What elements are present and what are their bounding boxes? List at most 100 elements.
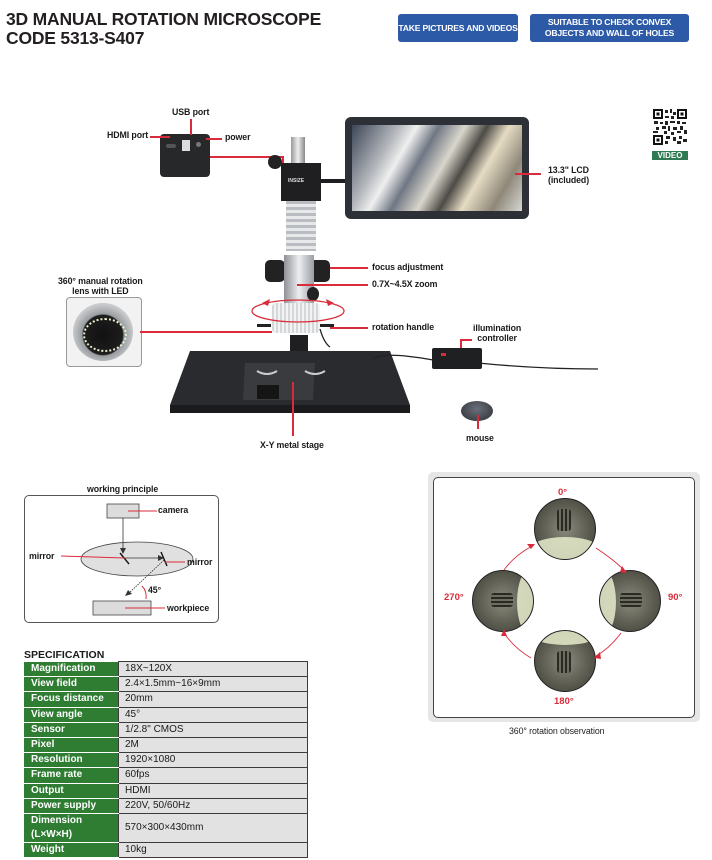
- camera-back-panel: [160, 134, 210, 177]
- lcd-arm: [321, 179, 349, 183]
- lcd-monitor: [345, 117, 529, 219]
- spec-value: 18X~120X: [118, 660, 308, 678]
- camera-label: camera: [158, 505, 189, 515]
- rotation-ring[interactable]: [272, 303, 320, 333]
- angle-label: 45°: [148, 585, 162, 595]
- lens-label: 360° manual rotation lens with LED: [58, 276, 143, 296]
- angle-label-180: 180°: [554, 696, 574, 707]
- spec-value: 2M: [118, 736, 308, 754]
- xy-metal-stage: [170, 351, 410, 413]
- mirror-right-label: mirror: [187, 557, 213, 567]
- spec-key: Pixel: [24, 736, 119, 754]
- spec-key: Dimension (L×W×H): [24, 812, 119, 843]
- rotation-view-180: [534, 630, 596, 692]
- angle-label-90: 90°: [668, 592, 683, 603]
- brand-logo: INSIZE: [288, 178, 305, 184]
- hdmi-port-icon: [166, 144, 176, 148]
- spec-value: 45°: [118, 706, 308, 723]
- cables: [319, 329, 599, 370]
- working-principle-figure: [60, 503, 194, 616]
- qr-video-label: VIDEO: [652, 151, 688, 160]
- spec-value: 1920×1080: [118, 752, 308, 769]
- spec-key: Magnification: [24, 660, 119, 678]
- focus-adjustment-label: focus adjustment: [372, 262, 444, 272]
- rotation-handle-left[interactable]: [257, 324, 271, 327]
- spec-key: Focus distance: [24, 691, 119, 708]
- spec-key: View angle: [24, 706, 119, 723]
- focus-knob-left[interactable]: [265, 260, 285, 282]
- spec-value: 570×300×430mm: [118, 812, 308, 843]
- mouse-label: mouse: [466, 433, 494, 443]
- lcd-label-line1: 13.3" LCD: [548, 165, 589, 175]
- qr-code-icon: [652, 108, 688, 146]
- workpiece-label: workpiece: [167, 603, 210, 613]
- head-knob: [268, 155, 282, 169]
- feature-badge-pictures-videos: TAKE PICTURES AND VIDEOS: [398, 14, 518, 42]
- illumination-label-line2: controller: [477, 333, 517, 343]
- power-jack-icon: [196, 142, 201, 147]
- spec-row: Dimension (L×W×H)570×300×430mm: [24, 812, 308, 843]
- spec-value: 1/2.8" CMOS: [118, 721, 308, 738]
- spec-value: 2.4×1.5mm~16×9mm: [118, 676, 308, 693]
- product-code: CODE 5313-S407: [6, 28, 145, 48]
- spec-value: HDMI: [118, 782, 308, 799]
- rotation-observation-panel: 0° 90° 180° 270°: [433, 477, 695, 718]
- rotation-view-0: [534, 498, 596, 560]
- spec-key: Resolution: [24, 752, 119, 769]
- lens-closeup-image: [66, 297, 142, 367]
- qr-code[interactable]: VIDEO: [652, 108, 688, 160]
- usb-port-icon: [182, 140, 190, 151]
- lens-label-line1: 360° manual rotation: [58, 276, 143, 286]
- mouse-device: [461, 401, 493, 421]
- controller-led-icon: [441, 353, 446, 356]
- rotation-view-270: [472, 570, 534, 632]
- lens-label-line2: lens with LED: [72, 286, 129, 296]
- product-name: 3D MANUAL ROTATION MICROSCOPE: [6, 9, 322, 29]
- zoom-label: 0.7X~4.5X zoom: [372, 279, 438, 289]
- spec-key: Power supply: [24, 797, 119, 814]
- rotation-handle-label: rotation handle: [372, 322, 435, 332]
- spec-key: View field: [24, 676, 119, 693]
- spec-key: Frame rate: [24, 767, 119, 784]
- illumination-label-line1: illumination: [473, 323, 522, 333]
- illumination-controller: [432, 348, 482, 369]
- spec-value: 60fps: [118, 767, 308, 784]
- mirror-left-label: mirror: [29, 551, 55, 561]
- spec-key: Weight: [24, 841, 119, 859]
- stage-label: X-Y metal stage: [260, 440, 324, 450]
- rotation-handle-right[interactable]: [320, 324, 334, 327]
- feature-badge-convex-objects: SUITABLE TO CHECK CONVEX OBJECTS AND WAL…: [530, 14, 689, 42]
- focus-knob-right[interactable]: [310, 260, 330, 282]
- spec-value: 10kg: [118, 841, 308, 859]
- page-title: 3D MANUAL ROTATION MICROSCOPE CODE 5313-…: [6, 10, 321, 48]
- angle-label-0: 0°: [558, 487, 568, 498]
- lcd-label-line2: (included): [548, 175, 590, 185]
- power-label: power: [225, 132, 251, 142]
- illumination-controller-label: illumination controller: [473, 323, 521, 343]
- spec-key: Sensor: [24, 721, 119, 738]
- product-illustration: USB port HDMI port power INSIZE: [0, 95, 712, 465]
- rotation-observation-caption: 360° rotation observation: [509, 726, 605, 736]
- angle-label-270: 270°: [444, 592, 464, 603]
- lens-barrel: [286, 201, 316, 251]
- rotation-view-90: [599, 570, 661, 632]
- rotation-arrows-icon: [251, 299, 345, 323]
- zoom-knob[interactable]: [307, 287, 319, 301]
- usb-port-label: USB port: [172, 107, 210, 117]
- spec-key: Output: [24, 782, 119, 799]
- lcd-label: 13.3" LCD (included): [548, 165, 589, 185]
- spec-value: 220V, 50/60Hz: [118, 797, 308, 814]
- working-principle-title: working principle: [87, 484, 159, 494]
- hdmi-port-label: HDMI port: [107, 130, 149, 140]
- lcd-screen-image: [352, 125, 522, 211]
